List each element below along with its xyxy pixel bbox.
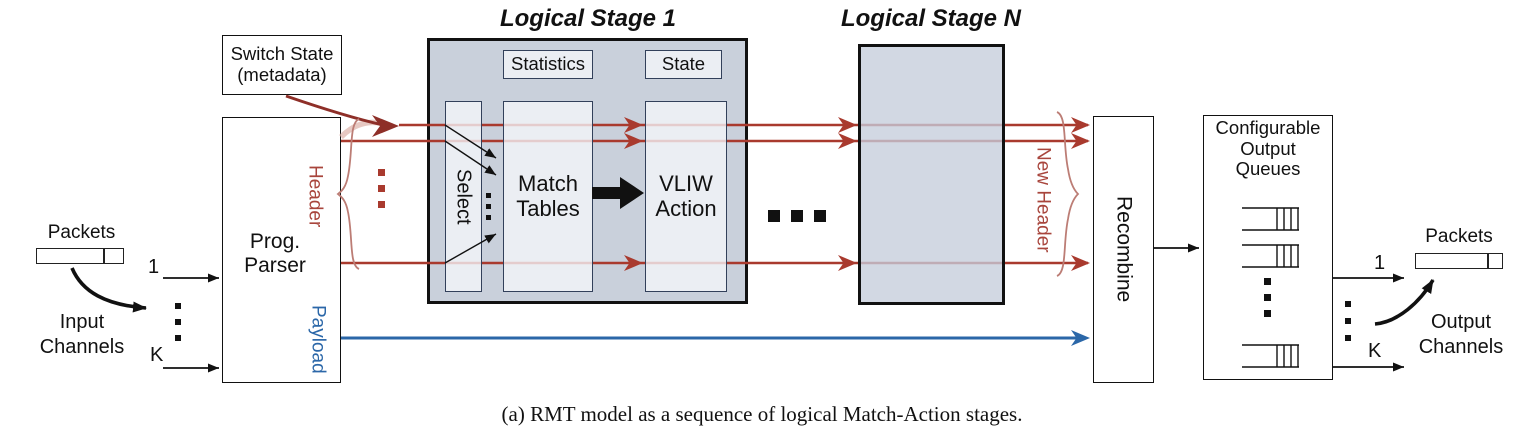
queues-line2: Output bbox=[1240, 137, 1296, 159]
parser-box bbox=[222, 117, 341, 383]
select-label: Select bbox=[452, 168, 475, 225]
header-merge-swoosh bbox=[339, 119, 393, 140]
input-channels-label-2: Channels bbox=[39, 336, 125, 358]
header-label: Header bbox=[304, 164, 326, 228]
state-box bbox=[645, 50, 722, 79]
parser-line1: Prog. bbox=[249, 230, 301, 254]
header-ellipsis-dot bbox=[378, 185, 385, 192]
payload-arrowhead bbox=[1071, 330, 1090, 346]
output-channel-1-label: 1 bbox=[1374, 252, 1386, 274]
queues-line3: Queues bbox=[1235, 158, 1301, 180]
stages-ellipsis-dot bbox=[791, 210, 803, 222]
select-ellipsis-dot bbox=[486, 204, 491, 209]
output-channel-k-label: K bbox=[1368, 340, 1382, 362]
vliw-line2: Action bbox=[655, 195, 717, 221]
switch-state-box bbox=[222, 35, 342, 95]
parser-line2: Parser bbox=[244, 254, 306, 277]
input-ellipsis-dot bbox=[175, 319, 181, 325]
input-packets-label: Packets bbox=[47, 222, 116, 243]
output-queues-label: Configurable Output Queues bbox=[1206, 117, 1330, 180]
recombine-box bbox=[1093, 116, 1154, 383]
input-ellipsis-dot bbox=[175, 335, 181, 341]
match-line2: Tables bbox=[516, 195, 580, 221]
output-ellipsis-dot bbox=[1345, 335, 1351, 341]
new-header-brace bbox=[1056, 111, 1080, 277]
stage1-title: Logical Stage 1 bbox=[499, 5, 677, 32]
queues-line1: Configurable bbox=[1215, 117, 1321, 138]
metadata-arrowhead bbox=[372, 115, 399, 137]
header-ellipsis-dot bbox=[378, 201, 385, 208]
input-channel-k-label: K bbox=[150, 344, 164, 366]
statistics-box bbox=[503, 50, 593, 79]
vliw-action-label: VLIW Action bbox=[645, 101, 727, 292]
select-ellipsis-dot bbox=[486, 215, 491, 220]
logical-stage-n-box bbox=[858, 44, 1005, 305]
payload-label: Payload bbox=[307, 304, 329, 374]
input-channels-label-1: Input bbox=[59, 311, 105, 333]
parser-label: Prog. Parser bbox=[228, 228, 322, 280]
new-header-label: New Header bbox=[1032, 147, 1054, 253]
packet-divider bbox=[1487, 254, 1489, 268]
vliw-action-box bbox=[645, 101, 727, 292]
queues-ellipsis-dot bbox=[1264, 278, 1271, 285]
output-ellipsis-dot bbox=[1345, 318, 1351, 324]
output-packets-label: Packets bbox=[1425, 226, 1493, 247]
vliw-line1: VLIW bbox=[659, 170, 713, 196]
switch-state-label: Switch State (metadata) bbox=[222, 37, 342, 93]
output-packet-icon bbox=[1415, 253, 1503, 269]
statistics-label: Statistics bbox=[510, 53, 586, 75]
stage-n-title: Logical Stage N bbox=[840, 5, 1022, 32]
recombine-label: Recombine bbox=[1112, 196, 1136, 303]
input-fanout-arrow bbox=[70, 267, 147, 313]
queues-ellipsis-dot bbox=[1264, 310, 1271, 317]
output-ellipsis-dot bbox=[1345, 301, 1351, 307]
figure-caption: (a) RMT model as a sequence of logical M… bbox=[501, 402, 1023, 426]
header-brace bbox=[336, 118, 360, 270]
input-packet-icon bbox=[36, 248, 124, 264]
select-ellipsis-dot bbox=[486, 193, 491, 198]
switch-state-line1: Switch State bbox=[230, 43, 334, 65]
switch-state-line2: (metadata) bbox=[237, 64, 327, 85]
stages-ellipsis-dot bbox=[768, 210, 780, 222]
input-ellipsis-dot bbox=[175, 303, 181, 309]
match-line1: Match bbox=[518, 170, 578, 196]
header-ellipsis-dot bbox=[378, 169, 385, 176]
state-label: State bbox=[661, 53, 706, 75]
queues-ellipsis-dot bbox=[1264, 294, 1271, 301]
stages-ellipsis-dot bbox=[814, 210, 826, 222]
match-tables-label: Match Tables bbox=[503, 101, 593, 292]
input-channel-1-label: 1 bbox=[148, 256, 160, 278]
match-tables-box bbox=[503, 101, 593, 292]
output-channels-label-2: Channels bbox=[1418, 336, 1504, 358]
packet-divider bbox=[103, 249, 105, 263]
output-channels-label-1: Output bbox=[1430, 311, 1492, 333]
